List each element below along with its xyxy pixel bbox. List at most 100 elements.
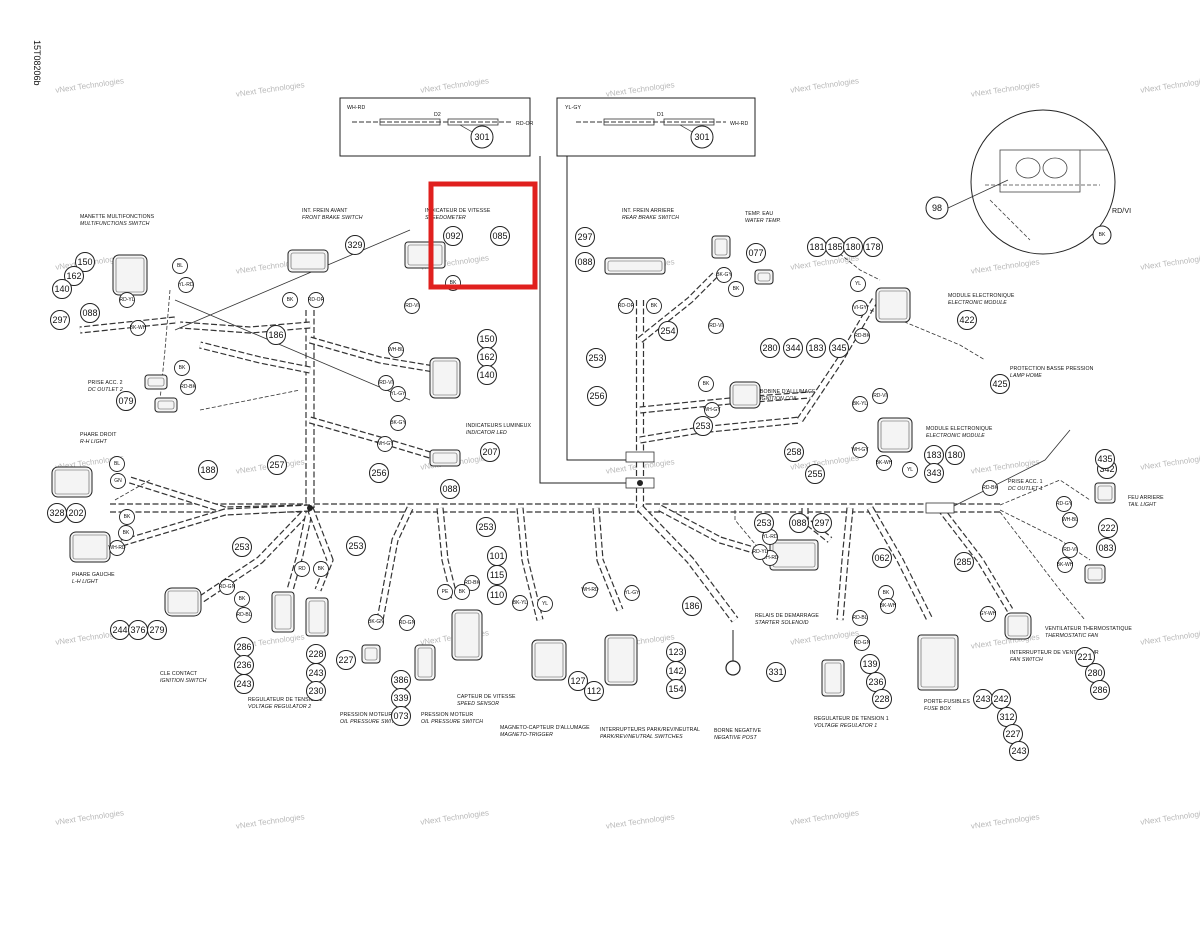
component-label-regulateur-2: REGULATEUR DE TENSION 2 <box>248 697 323 703</box>
part-callout: 088 <box>80 303 100 323</box>
voltage-regulator-1-connector <box>821 659 845 697</box>
part-callout: 180 <box>843 237 863 257</box>
part-callout: 207 <box>480 442 500 462</box>
part-callout: 280 <box>1085 663 1105 683</box>
part-callout: 222 <box>1098 518 1118 538</box>
detail-circle-wire-a: RD/VI <box>1112 208 1131 215</box>
component-label-phare-gauche: PHARE GAUCHE <box>72 572 115 578</box>
wire-color-tag-text: YL <box>907 467 913 473</box>
part-callout-number: 257 <box>269 460 284 470</box>
wire-color-tag: BK-WH <box>876 455 893 471</box>
part-callout: 254 <box>658 321 678 341</box>
wire-color-tag-text: YL-GY <box>624 590 640 596</box>
part-callout-number: 243 <box>1011 746 1026 756</box>
wire-color-tag: BK-YL <box>852 396 868 412</box>
component-label-module-1: MODULE ELECTRONIQUE <box>948 293 1015 299</box>
wire-color-tag-text: RD-BL <box>236 612 251 618</box>
wire-color-tag: BK-GN <box>368 614 384 630</box>
oil-pressure-switch-2 <box>414 644 436 681</box>
component-label-interrupteur-vent: INTERRUPTEUR DE VENTILATEUR <box>1010 650 1099 656</box>
part-callout: 088 <box>789 513 809 533</box>
part-callout-number: 092 <box>445 231 460 241</box>
part-callout-number: 342 <box>1099 464 1114 474</box>
wire-color-tag: WH-BL <box>388 342 404 358</box>
wire-color-tag: WH-RD <box>581 582 599 598</box>
part-callout-number: 088 <box>791 518 806 528</box>
harness-branch <box>309 336 441 374</box>
wire-color-tag-text: RD-YL <box>752 549 767 555</box>
part-callout: 236 <box>866 672 886 692</box>
part-callout: 186 <box>682 596 702 616</box>
wire-color-tag: RD-OR <box>308 292 325 308</box>
part-callout: 110 <box>487 585 507 605</box>
lh-light-connector <box>69 531 111 563</box>
wire-color-tag: RD-OR <box>618 298 635 314</box>
part-callout: 228 <box>872 689 892 709</box>
wire-color-tag: BK <box>878 585 894 601</box>
wire <box>999 509 1091 561</box>
part-callout-number: 386 <box>393 675 408 685</box>
component-label-pression-2: PRESSION MOTEUR <box>421 712 473 718</box>
harness-branch <box>639 416 801 444</box>
wire-color-tag-text: BK-WH <box>1057 562 1074 568</box>
wire-color-tag-text: RD-BK <box>982 485 998 491</box>
wire-color-tag: RD-BK <box>982 480 998 496</box>
wire <box>999 479 1091 506</box>
part-callout-number: 221 <box>1077 652 1092 662</box>
wire-color-tag: RD-GN <box>854 635 871 651</box>
part-callout: 422 <box>957 310 977 330</box>
wire <box>174 299 411 401</box>
part-callout: 154 <box>666 679 686 699</box>
detail-left-ref: 301 <box>474 132 489 142</box>
part-callout: 077 <box>746 243 766 263</box>
part-callout-number: 286 <box>1092 685 1107 695</box>
part-callout-number: 186 <box>268 330 283 340</box>
part-callout-number: 154 <box>668 684 683 694</box>
wire-color-tag-text: BK-WH <box>880 603 897 609</box>
component-label-temp-eau: WATER TEMP. <box>745 218 781 224</box>
harness-branch <box>592 507 624 612</box>
wire-color-tag: BK-WH <box>880 598 897 614</box>
detail-circle-wire-b: BK <box>1099 232 1106 238</box>
ignition-switch-connector <box>164 587 202 617</box>
wire-color-tag-text: RD-GN <box>854 640 871 646</box>
detail-box-right: YL-GY WH-RD D1 301 <box>556 97 756 157</box>
part-callout-number: 073 <box>393 711 408 721</box>
wire-color-tag: BK-GY <box>390 415 406 431</box>
wire-color-tag-text: BK <box>651 303 658 309</box>
part-callout-number: 230 <box>308 686 323 696</box>
component-label-frein-arriere: INT. FREIN ARRIERE <box>622 208 675 214</box>
part-callout-number: 258 <box>786 447 801 457</box>
part-callout-number: 343 <box>926 468 941 478</box>
harness-branch <box>637 505 739 623</box>
part-callout: 101 <box>487 546 507 566</box>
watermark-text: vNext Technologies <box>420 76 490 95</box>
dc-outlet-2-connector <box>154 397 178 413</box>
part-callout-number: 150 <box>479 334 494 344</box>
component-label-ventilateur: THERMOSTATIC FAN <box>1045 633 1098 639</box>
component-label-pression-1: PRESSION MOTEUR <box>340 712 392 718</box>
component-label-frein-avant: INT. FREIN AVANT <box>302 208 348 214</box>
detail-left-wire-in: WH-RD <box>347 105 366 111</box>
part-callout-number: 425 <box>992 379 1007 389</box>
part-callout-number: 077 <box>748 248 763 258</box>
part-callout-number: 112 <box>587 686 601 696</box>
wire-color-tag-text: WH-GY <box>851 447 869 453</box>
wire <box>949 429 1071 509</box>
wire-color-tag-text: BK <box>179 365 186 371</box>
detail-right-wire-out: WH-RD <box>730 121 749 127</box>
wire-color-tag: BK <box>234 591 250 607</box>
part-callout-number: 244 <box>112 625 127 635</box>
water-temp-sensor <box>711 235 731 259</box>
part-callout: 186 <box>266 325 286 345</box>
part-callout-number: 243 <box>236 679 251 689</box>
indicator-led-connector <box>429 357 461 399</box>
part-callout-number: 422 <box>959 315 974 325</box>
wire <box>199 389 301 411</box>
part-callout-number: 150 <box>77 257 92 267</box>
part-callout: 256 <box>369 463 389 483</box>
part-callout: 139 <box>860 654 880 674</box>
components-layer <box>51 235 1116 697</box>
